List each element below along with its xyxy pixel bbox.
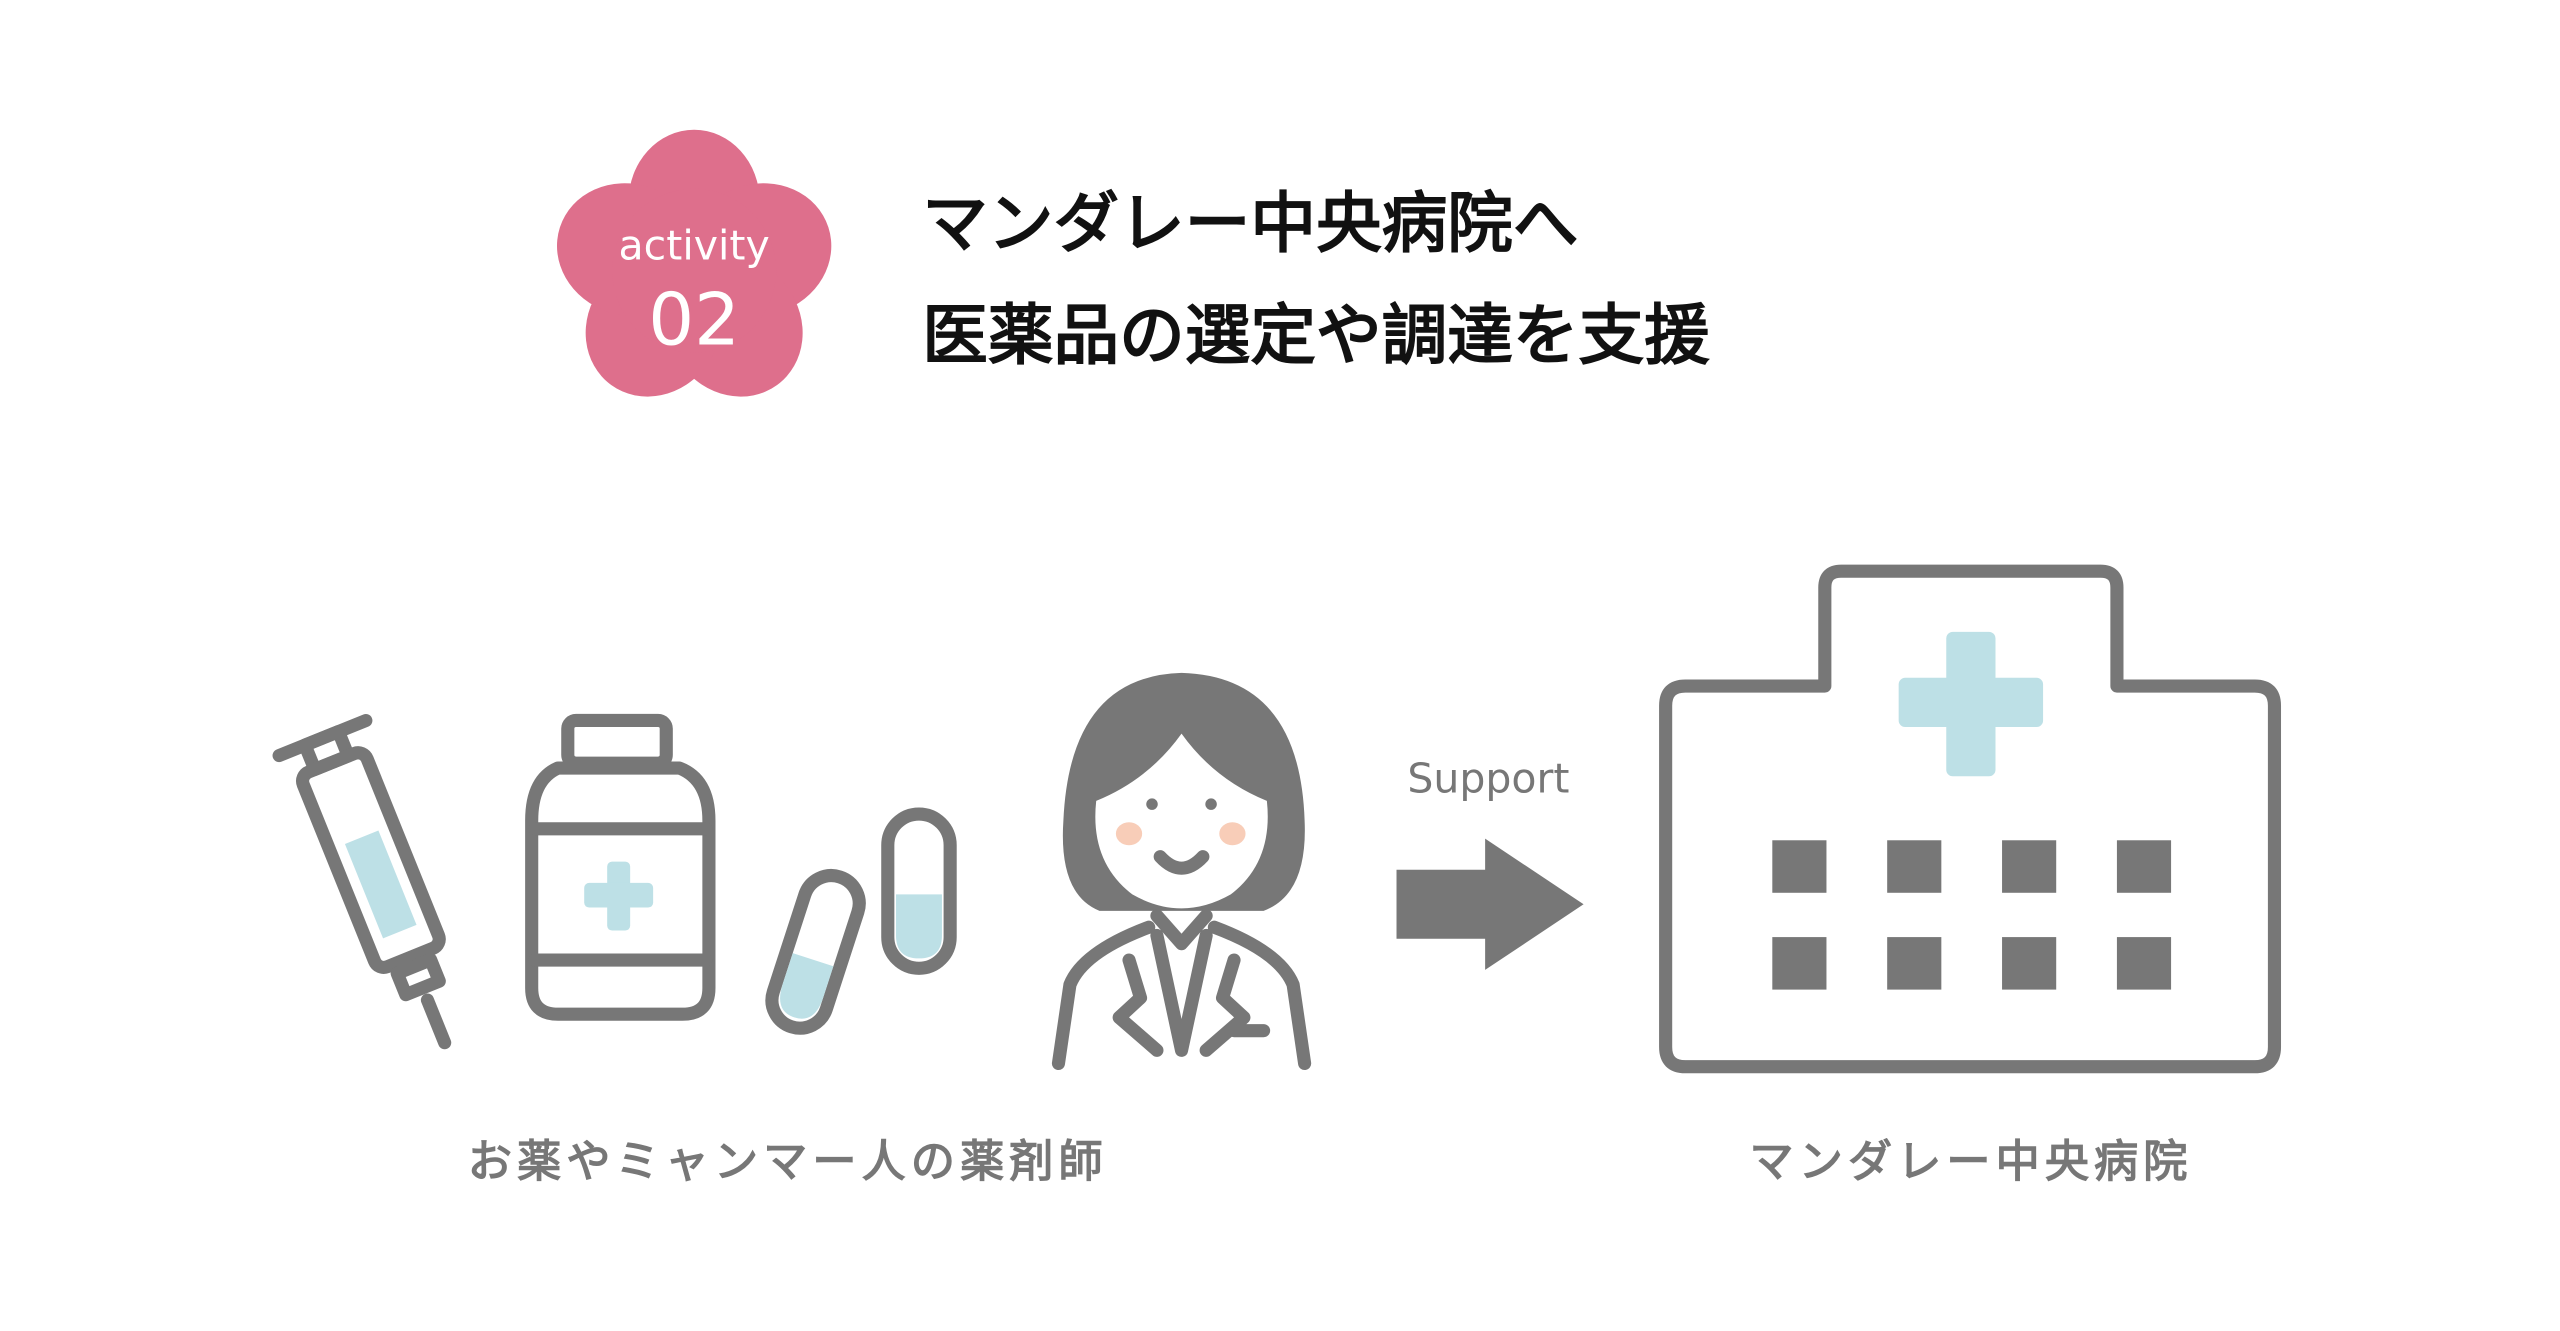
caption-right: マンダレー中央病院 xyxy=(1749,1137,2192,1188)
title-line-2: 医薬品の選定や調達を支援 xyxy=(922,298,1710,374)
medicine-bottle-icon xyxy=(525,713,716,1021)
title-line-1: マンダレー中央病院へ xyxy=(922,186,1578,262)
arrow-right-icon xyxy=(1396,838,1584,970)
pharmacist-icon xyxy=(1051,672,1312,1071)
syringe-icon xyxy=(272,713,452,1050)
capsule-icon xyxy=(765,807,957,1035)
support-label: Support xyxy=(1407,755,1569,803)
badge-label: activity xyxy=(619,221,770,269)
sakura-badge xyxy=(556,129,832,397)
hospital-icon xyxy=(1659,564,2282,1074)
badge-number: 02 xyxy=(648,279,740,363)
caption-left: お薬やミャンマー人の薬剤師 xyxy=(468,1137,1108,1188)
